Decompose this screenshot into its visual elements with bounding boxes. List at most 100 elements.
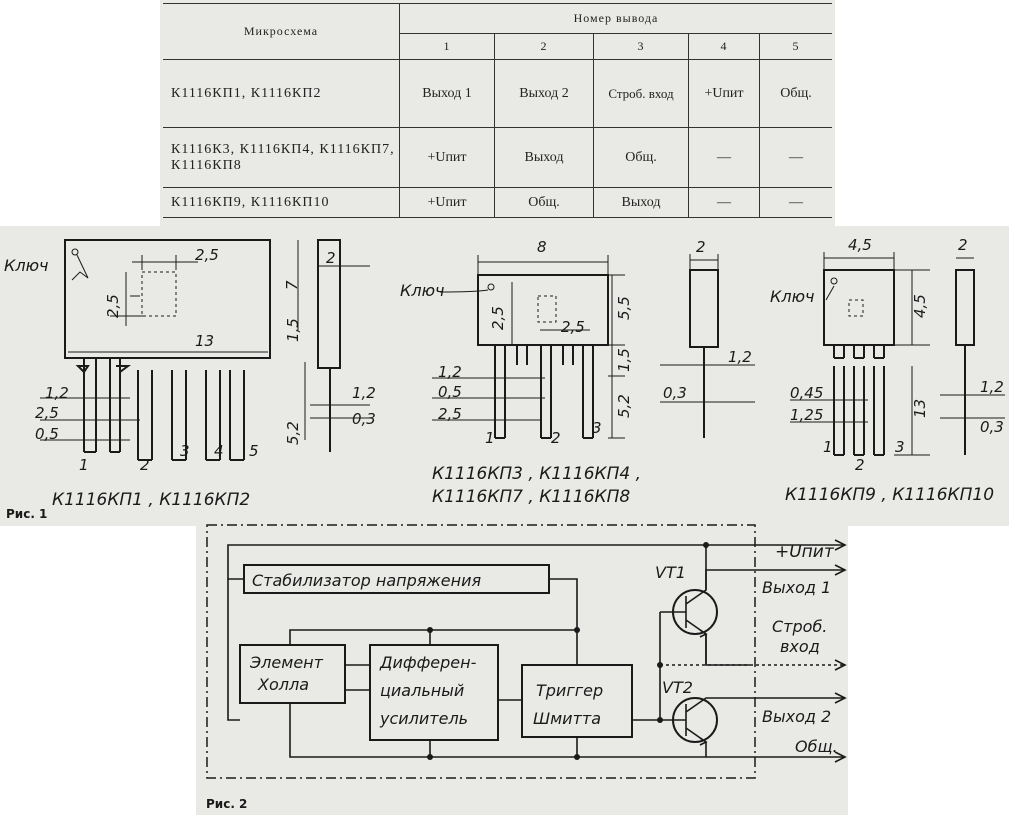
stabilizer-input-wire (227, 565, 244, 580)
row-pin-5: — (759, 187, 832, 218)
pin-dims (432, 377, 545, 421)
pin-label: 2 (140, 456, 150, 474)
width-dim (477, 255, 609, 275)
package-a-caption: К1116КП1 , К1116КП2 (52, 490, 250, 510)
chip-boundary (206, 524, 756, 779)
dim-label: 1,5 (615, 348, 633, 372)
header-pins: Номер вывода (399, 3, 832, 34)
amplifier-block (369, 644, 499, 741)
package-b-body (477, 274, 609, 346)
row-pin-4: +Uпит (688, 59, 760, 128)
table-row: К1116КП1, К1116КП2 Выход 1 Выход 2 Строб… (163, 59, 832, 128)
row-pin-3: Выход (593, 187, 689, 218)
package-c: Ключ 4,5 4,5 0,45 1,25 13 1 2 3 2 1,2 0,… (770, 236, 1005, 505)
node-dot (657, 662, 663, 668)
pinout-table: Микросхема Номер вывода 1 2 3 4 5 К1116К… (163, 3, 832, 218)
row-pin-2: Выход (494, 127, 594, 188)
transistor-vt1 (660, 545, 845, 665)
pin-label: 2 (855, 456, 865, 474)
pin-label: 2 (551, 429, 561, 447)
header-pin-2: 2 (494, 33, 594, 60)
block-diagram: Стабилизатор напряжения Элемент Холла Ди… (206, 524, 847, 779)
pin-label: 1 (823, 438, 833, 456)
lead-dims (608, 345, 625, 439)
package-b-caption-2: К1116КП7 , К1116КП8 (432, 487, 630, 507)
pin-label: 5 (249, 442, 259, 460)
key-label: Ключ (770, 287, 815, 306)
dim-label: 1,2 (352, 384, 376, 402)
vt2-label: VT2 (662, 678, 693, 697)
dim-label: 2,5 (489, 306, 507, 330)
vt1-label: VT1 (655, 563, 686, 582)
die-outline (537, 295, 557, 323)
die-dims (511, 274, 625, 346)
output-arrows (834, 539, 847, 763)
dim-label: 1,2 (728, 348, 752, 366)
strobe-label-2: вход (780, 637, 820, 656)
table-row: К1116К3, К1116КП4, К1116КП7, К1116КП8 +U… (163, 127, 832, 188)
dim-label: 4,5 (911, 294, 929, 318)
package-c-side (955, 269, 975, 346)
dim-label: 1,2 (438, 363, 462, 381)
dim-label: 2 (326, 249, 336, 267)
node-dot (657, 717, 663, 723)
dim-label: 8 (537, 238, 547, 256)
row-chip: К1116К3, К1116КП4, К1116КП7, К1116КП8 (163, 127, 400, 188)
node-dot (574, 754, 580, 760)
package-b-pins (494, 345, 594, 439)
dim-label: 2 (696, 238, 706, 256)
package-a-body (64, 239, 271, 359)
dim-label: 0,5 (438, 383, 462, 401)
side-dims (297, 240, 370, 440)
pin-label: 3 (895, 438, 905, 456)
stabilizer-output-wire (549, 578, 578, 665)
hall-label-1: Элемент (249, 653, 324, 672)
package-c-caption: К1116КП9 , К1116КП10 (785, 485, 994, 505)
row-pin-1: +Uпит (399, 127, 495, 188)
dim-label: 0,5 (35, 425, 59, 443)
key-label: Ключ (4, 256, 49, 275)
package-a: Ключ 2,5 2,5 13 7 2 1,5 5,2 1,2 0,3 1,2 … (4, 239, 376, 510)
trigger-label-1: Триггер (536, 681, 603, 700)
table-row: К1116КП9, К1116КП10 +Uпит Общ. Выход — — (163, 187, 832, 218)
hall-block (239, 644, 346, 704)
package-b-side (689, 269, 719, 348)
pin-label: 1 (79, 456, 89, 474)
dim-label: 2,5 (561, 318, 585, 336)
supply-label: +Uпит (775, 542, 835, 562)
node-dot (427, 754, 433, 760)
dim-label: 1,2 (980, 378, 1004, 396)
row-pin-3: Общ. (593, 127, 689, 188)
node-dot (427, 627, 433, 633)
header-chip: Микросхема (163, 3, 400, 60)
dim-label: 0,3 (980, 418, 1004, 436)
dim-label: 5,2 (284, 421, 302, 445)
node-dot (703, 542, 709, 548)
trigger-to-bases (632, 612, 661, 721)
common-label: Общ. (795, 737, 838, 756)
package-b: Ключ 8 2,5 2,5 5,5 1,5 5,2 1,2 0,5 2,5 1… (400, 238, 755, 507)
dim-label: 2 (958, 236, 968, 254)
out1-label: Выход 1 (762, 578, 831, 597)
row-pin-2: Общ. (494, 187, 594, 218)
key-dot (487, 283, 495, 291)
dim-label: 5,5 (615, 296, 633, 320)
key-leader (71, 254, 89, 281)
dim-label: 13 (911, 399, 929, 418)
dim-label: 2,5 (195, 246, 219, 264)
dim-label: 1,25 (790, 406, 823, 424)
dim-label: 1,5 (284, 318, 302, 342)
strobe-label-1: Строб. (772, 617, 827, 636)
dim-label: 7 (283, 280, 301, 290)
out2-label: Выход 2 (762, 707, 831, 726)
amp-label-1: Диффе­рен- (379, 653, 477, 672)
row-chip: К1116КП9, К1116КП10 (163, 187, 400, 218)
pin-label: 4 (214, 442, 224, 460)
dim-label: 1,2 (45, 384, 69, 402)
dim-label: 5,2 (615, 394, 633, 418)
amp-label-2: циальный (380, 681, 464, 700)
key-leader (825, 285, 835, 301)
ground-rail (289, 703, 845, 758)
vt1-collector-wire (705, 569, 845, 590)
hall-return-wire (227, 579, 240, 721)
